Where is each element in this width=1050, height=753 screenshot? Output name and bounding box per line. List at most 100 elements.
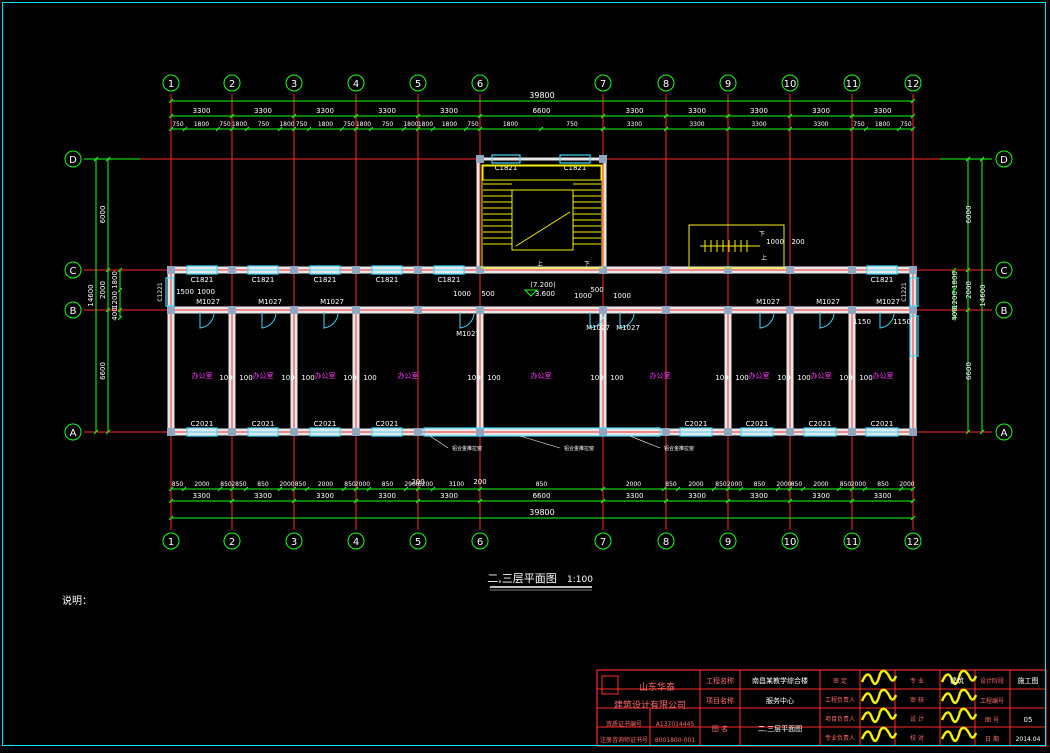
wall-thickness-label: 100 <box>777 374 790 382</box>
dim-right-sub-label: 1800 <box>951 271 959 289</box>
axis-bubble-3 <box>285 74 303 92</box>
axis-bubble-C <box>64 261 82 279</box>
dim-top-bays-label: 3300 <box>378 107 396 115</box>
door-swing <box>261 312 277 329</box>
axis-bubble-2 <box>223 532 241 550</box>
door-swing <box>619 312 635 329</box>
dim-bottom-bays-label: 3300 <box>254 492 272 500</box>
axis-bubble-1 <box>162 74 180 92</box>
axis-label-8: 8 <box>663 79 669 90</box>
dim-top-sub-tick <box>430 126 436 132</box>
curtain-label: 铝合金推拉窗 <box>564 445 594 452</box>
dim-right-rows-tick <box>965 307 971 313</box>
dim-bottom-sub-label: 850 <box>840 481 852 488</box>
leader-line <box>519 435 561 449</box>
dim-right-total-label: 14600 <box>979 284 987 306</box>
role-label: 审 核 <box>910 696 924 704</box>
dim-top-sub-tick <box>306 126 312 132</box>
dim-bottom-sub-tick <box>415 486 421 492</box>
window-c-label: C1821 <box>871 276 894 284</box>
room-name: 办公室 <box>531 371 552 380</box>
dim-top-bays-label: 3300 <box>812 107 830 115</box>
dim-top-sub-r-label: 3300 <box>627 121 642 128</box>
dim-bottom-total-tick <box>168 515 174 521</box>
dim-top-sub-label: 750 <box>172 121 184 128</box>
dim-top-bays-label: 3300 <box>874 107 892 115</box>
column-square <box>352 428 360 436</box>
dim-bottom-bays-tick <box>168 498 174 504</box>
room-name: 办公室 <box>650 371 671 380</box>
axis-bubble-A <box>64 423 82 441</box>
axis-label-3: 3 <box>291 537 297 548</box>
axis-bubble-9 <box>719 532 737 550</box>
axis-label-2: 2 <box>229 79 235 90</box>
small-dim: 500 <box>590 286 603 294</box>
column-square <box>909 428 917 436</box>
dim-bottom-sub-label: 2000 <box>355 481 370 488</box>
wall-thickness-label: 100 <box>363 374 376 382</box>
dim-left-sub-label: 1200 <box>111 291 119 309</box>
dim-top-bays-tick <box>415 113 421 119</box>
column-square <box>786 428 794 436</box>
axis-bubble-6 <box>471 532 489 550</box>
door-label: M1027 <box>616 324 640 332</box>
axis-label-C: C <box>1001 266 1008 277</box>
small-dim: 200 <box>473 478 486 486</box>
room-name: 办公室 <box>811 371 832 380</box>
dim-top-sub-label: 1800 <box>418 121 433 128</box>
dim-top-sub-label: 750 <box>343 121 355 128</box>
curtain-label: 铝合金推拉窗 <box>452 445 482 452</box>
window-a-label: C2021 <box>746 420 769 428</box>
dim-top-sub-r-label: 3300 <box>689 121 704 128</box>
dim-right-sub-label: 1200 <box>951 291 959 309</box>
dim-top-bays-tick <box>168 113 174 119</box>
axis-bubble-3 <box>285 532 303 550</box>
axis-bubble-5 <box>409 532 427 550</box>
dim-bottom-bays-label: 3300 <box>874 492 892 500</box>
dim-top-sub-tick <box>401 126 407 132</box>
column-square <box>599 306 607 314</box>
axis-label-4: 4 <box>353 79 359 90</box>
dim-top-sub-tick <box>215 126 221 132</box>
column-square <box>414 306 422 314</box>
dim-right-rows-label: 6600 <box>965 362 973 380</box>
dim-bottom-bays-tick <box>477 498 483 504</box>
cert-label: 注册咨询师证书号 <box>600 736 648 744</box>
dim-left-sub-tick <box>117 267 123 273</box>
dim-top-sub-tick <box>415 126 421 132</box>
leader-line <box>429 435 449 449</box>
axis-bubble-D <box>64 150 82 168</box>
column-square <box>352 266 360 274</box>
dim-bottom-sub-tick <box>836 486 842 492</box>
dim-left-total-tick <box>93 429 99 435</box>
dim-bottom-bays-label: 3300 <box>440 492 458 500</box>
leader-line <box>629 435 661 449</box>
dim-bottom-sub-tick <box>366 486 372 492</box>
dim-bottom-bays-tick <box>910 498 916 504</box>
sheet-no-value: 05 <box>1024 716 1033 724</box>
axis-label-9: 9 <box>725 79 731 90</box>
door-swing <box>589 312 605 329</box>
door-label: M1027 <box>456 330 480 338</box>
dim-bottom-sub-label: 2000 <box>688 481 703 488</box>
dim-bottom-sub-label: 850 <box>382 481 394 488</box>
dim-top-bays-label: 6600 <box>533 107 551 115</box>
column-square <box>414 428 422 436</box>
window-end-label: C1221 <box>157 282 164 302</box>
dim-bottom-sub-tick <box>862 486 868 492</box>
dim-top-bays-tick <box>910 113 916 119</box>
dim-bottom-sub-tick <box>849 486 855 492</box>
dim-bottom-bays-tick <box>353 498 359 504</box>
dim-bottom-bays-label: 3300 <box>378 492 396 500</box>
item-value: 服务中心 <box>766 696 794 705</box>
dim-top-total-tick <box>168 98 174 104</box>
axis-label-10: 10 <box>784 537 797 548</box>
door-label: M1027 <box>586 324 610 332</box>
column-square <box>290 428 298 436</box>
dim-bottom-total-label: 39800 <box>529 508 554 517</box>
window-a-label: C2021 <box>871 420 894 428</box>
dim-top-bays-label: 3300 <box>193 107 211 115</box>
window-stair-label: C1821 <box>564 164 587 172</box>
signature <box>940 669 978 686</box>
